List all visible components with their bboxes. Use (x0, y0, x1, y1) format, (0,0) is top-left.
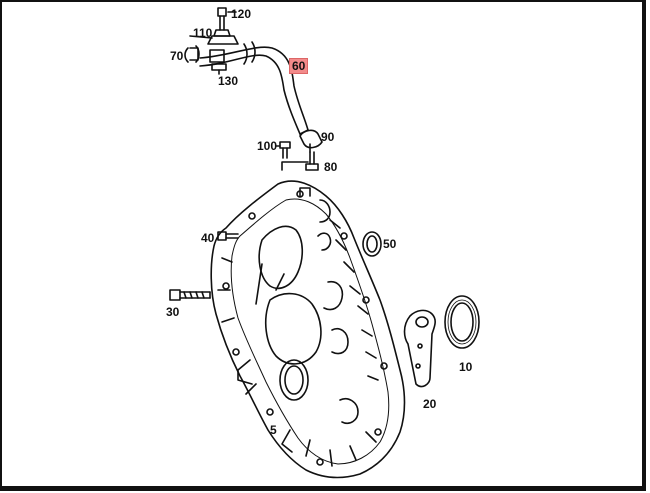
callout-90[interactable]: 90 (321, 130, 335, 144)
part-80-fitting[interactable] (281, 151, 319, 171)
part-90-connector[interactable] (299, 129, 323, 153)
part-30-bolt[interactable] (169, 289, 211, 301)
part-60-hose[interactable] (199, 41, 309, 135)
callout-30[interactable]: 30 (166, 305, 180, 319)
part-20-gasket[interactable] (403, 309, 436, 388)
callout-50[interactable]: 50 (383, 237, 397, 251)
callout-20[interactable]: 20 (423, 397, 437, 411)
part-110-clamp[interactable] (189, 35, 239, 45)
callout-110[interactable]: 110 (193, 26, 213, 40)
callout-120[interactable]: 120 (231, 7, 252, 21)
callout-10[interactable]: 10 (459, 360, 473, 374)
callout-130[interactable]: 130 (218, 74, 239, 88)
callout-40[interactable]: 40 (201, 231, 215, 245)
callout-5[interactable]: 5 (270, 423, 277, 437)
callout-60-highlighted[interactable]: 60 (288, 58, 309, 74)
callout-100[interactable]: 100 (257, 139, 278, 153)
part-10-shaft-seal[interactable] (444, 295, 480, 349)
callout-70[interactable]: 70 (170, 49, 184, 63)
part-100-bolt[interactable] (275, 141, 291, 159)
part-130-spacer[interactable] (211, 63, 227, 75)
callout-80[interactable]: 80 (324, 160, 338, 174)
part-70-clip[interactable] (184, 45, 200, 63)
part-50-seal[interactable] (362, 231, 382, 257)
part-5-timing-cover[interactable] (210, 180, 406, 479)
